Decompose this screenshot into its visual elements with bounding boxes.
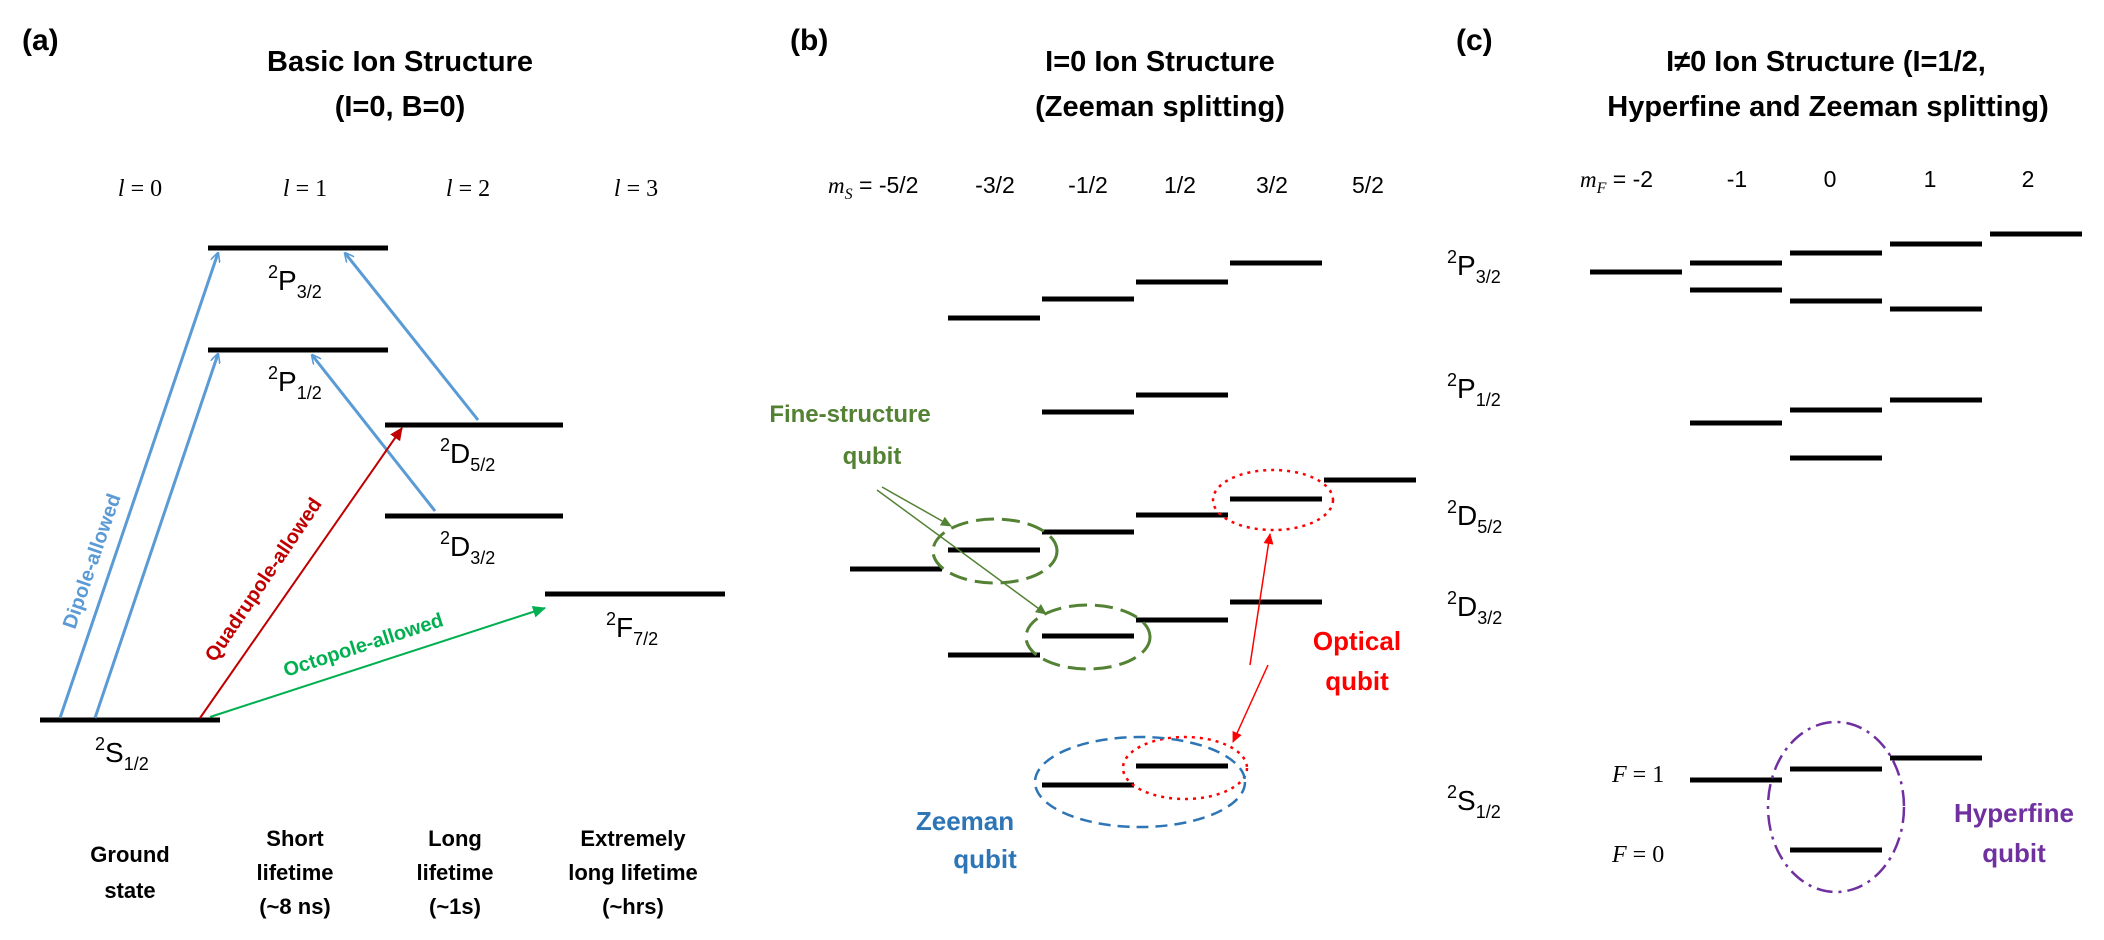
c-label-2P3/2: 2P3/2	[1447, 247, 1501, 287]
label-quadrupole-allowed: Quadrupole-allowed	[201, 494, 327, 666]
label-octopole-allowed: Octopole-allowed	[281, 609, 446, 681]
mf-label-0: mF = -2	[1580, 166, 1653, 197]
mf-label-1: -1	[1727, 166, 1747, 192]
panel-b: (b) I=0 Ion Structure (Zeeman splitting)…	[769, 24, 1416, 874]
label-2P3/2: 2P3/2	[268, 262, 322, 302]
note-long-3: (~1s)	[429, 894, 481, 919]
l-quantum-number-labels: l = 0 l = 1 l = 2 l = 3	[118, 176, 658, 202]
mf-quantum-number-labels: mF = -2 -1 0 1 2	[1580, 166, 2034, 197]
l-label-0: l = 0	[118, 176, 162, 202]
zeeman-qubit-label-1: Zeeman	[916, 806, 1014, 836]
hyperfine-qubit-label-1: Hyperfine	[1954, 798, 2074, 828]
label-2D5/2: 2D5/2	[440, 435, 495, 475]
l-label-1: l = 1	[283, 176, 327, 202]
panel-a: (a) Basic Ion Structure (I=0, B=0) l = 0…	[22, 24, 725, 919]
ms-label-3: 1/2	[1164, 172, 1196, 198]
note-ground-2: state	[104, 878, 155, 903]
arrow-octopole-s-to-f72	[209, 606, 546, 718]
lifetime-notes: Ground state Short lifetime (~8 ns) Long…	[90, 826, 698, 919]
mf-label-2: 0	[1824, 166, 1837, 192]
ms-quantum-number-labels: mS = -5/2 -3/2 -1/2 1/2 3/2 5/2	[828, 172, 1384, 203]
panel-b-tag: (b)	[790, 24, 828, 57]
arrow-dipole-s-to-p12	[93, 354, 218, 719]
panel-c-tag: (c)	[1456, 24, 1493, 57]
note-short-2: lifetime	[256, 860, 333, 885]
hyperfine-qubit-label-2: qubit	[1982, 838, 2046, 868]
f-label-0: F = 0	[1611, 842, 1664, 868]
arrow-quadrupole-s-to-d52	[199, 427, 403, 719]
label-2P1/2: 2P1/2	[268, 363, 322, 403]
panel-a-title-line1: Basic Ion Structure	[267, 46, 533, 78]
mf-label-4: 2	[2022, 166, 2035, 192]
optical-qubit-ellipse-2	[1121, 735, 1249, 801]
ms-label-0: mS = -5/2	[828, 172, 918, 203]
fine-structure-arrow-1	[881, 486, 952, 527]
fine-structure-label-2: qubit	[843, 443, 902, 470]
f-label-1: F = 1	[1611, 762, 1664, 788]
note-long-2: lifetime	[416, 860, 493, 885]
zeeman-qubit-ellipse	[1033, 735, 1247, 829]
fine-structure-arrow-2	[876, 489, 1047, 615]
ms-label-2: -1/2	[1068, 172, 1108, 198]
ms-label-4: 3/2	[1256, 172, 1288, 198]
c-label-2S1/2: 2S1/2	[1447, 782, 1501, 822]
optical-qubit-arrow-down	[1232, 664, 1269, 743]
arrow-dipole-s-to-p32	[58, 253, 218, 719]
mf-label-3: 1	[1924, 166, 1937, 192]
panel-c-title-line2: Hyperfine and Zeeman splitting)	[1607, 91, 2049, 123]
note-extreme-2: long lifetime	[568, 860, 698, 885]
label-2S1/2: 2S1/2	[95, 734, 149, 774]
hyperfine-qubit-ellipse	[1766, 720, 1906, 894]
panel-a-title-line2: (I=0, B=0)	[335, 91, 466, 123]
arrow-d52-to-p32	[345, 253, 480, 421]
panel-b-title-line1: I=0 Ion Structure	[1045, 46, 1275, 78]
panel-a-tag: (a)	[22, 24, 59, 57]
fine-structure-qubit-ellipse-2	[1024, 603, 1152, 671]
arrow-d32-to-p12	[312, 355, 437, 512]
note-short-1: Short	[266, 826, 324, 851]
ms-label-1: -3/2	[975, 172, 1015, 198]
c-label-2D5/2: 2D5/2	[1447, 497, 1502, 537]
l-label-3: l = 3	[614, 176, 658, 202]
fine-structure-qubit-ellipse-1	[931, 517, 1059, 585]
note-extreme-1: Extremely	[580, 826, 686, 851]
panel-c: (c) I≠0 Ion Structure (I=1/2, Hyperfine …	[1447, 24, 2082, 894]
optical-qubit-label-1: Optical	[1313, 626, 1401, 656]
note-ground-1: Ground	[90, 842, 169, 867]
label-dipole-allowed: Dipole-allowed	[59, 491, 126, 632]
note-short-3: (~8 ns)	[259, 894, 331, 919]
note-extreme-3: (~hrs)	[602, 894, 664, 919]
c-label-2D3/2: 2D3/2	[1447, 588, 1502, 628]
l-label-2: l = 2	[446, 176, 490, 202]
note-long-1: Long	[428, 826, 482, 851]
label-2F7/2: 2F7/2	[606, 609, 658, 649]
panel-b-title-line2: (Zeeman splitting)	[1035, 91, 1285, 123]
zeeman-qubit-label-2: qubit	[953, 844, 1017, 874]
label-2D3/2: 2D3/2	[440, 528, 495, 568]
ms-label-5: 5/2	[1352, 172, 1384, 198]
optical-qubit-ellipse-1	[1211, 468, 1335, 532]
optical-qubit-label-2: qubit	[1325, 666, 1389, 696]
c-label-2P1/2: 2P1/2	[1447, 370, 1501, 410]
panel-c-title-line1: I≠0 Ion Structure (I=1/2,	[1666, 46, 1986, 78]
fine-structure-label-1: Fine-structure	[769, 401, 930, 428]
optical-qubit-arrow-up	[1249, 533, 1274, 666]
